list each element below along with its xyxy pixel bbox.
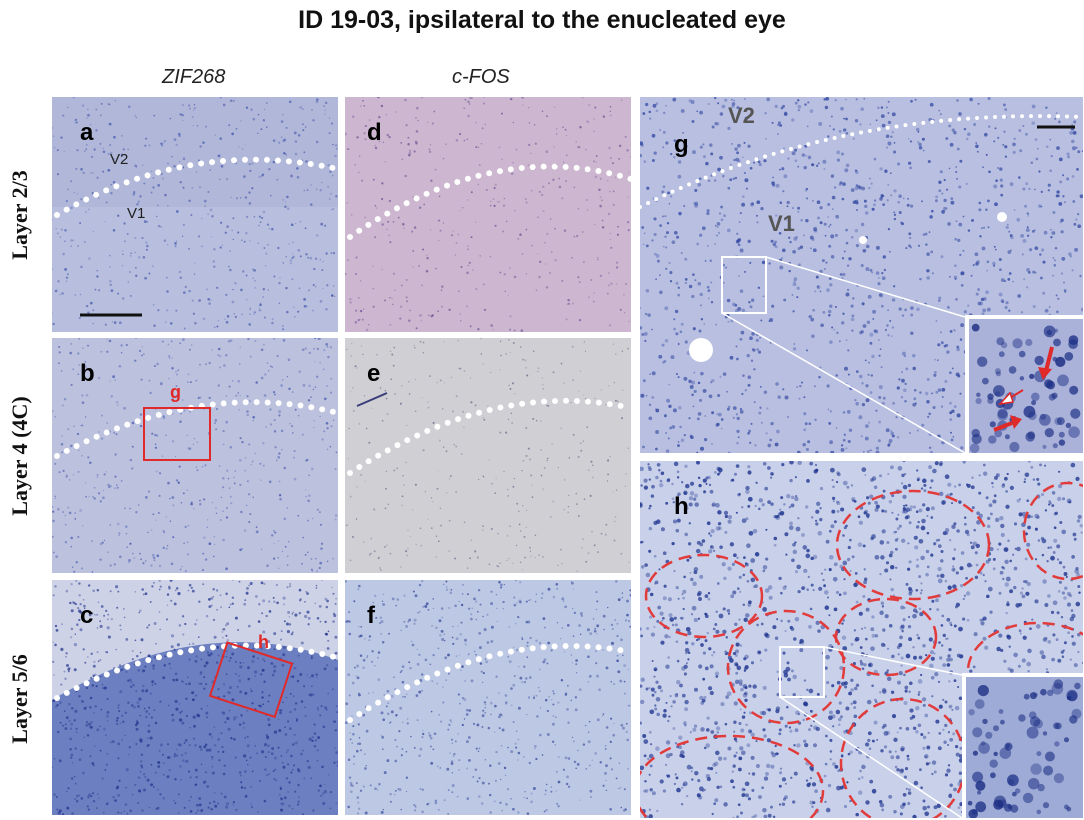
zoom-inset [962,673,1083,818]
panel-f: f [345,580,631,815]
panel-label-f: f [367,602,375,629]
micrograph-d [345,97,631,332]
open-arrow-icon [998,391,1014,406]
micrograph-g [640,97,1083,453]
region-label-v1: V1 [127,205,146,222]
arrow-icon [1038,367,1052,380]
inset-tag-g: g [170,382,181,402]
row-label-layer-2-3: Layer 2/3 [7,170,32,260]
micrograph-b [52,338,338,573]
panel-label-b: b [80,360,95,387]
v1-v2-boundary [347,397,631,476]
column-header-zif268: ZIF268 [162,66,226,88]
panel-d: d [345,97,631,332]
column-header-cfos: c-FOS [452,66,510,88]
v1-v2-boundary [54,399,338,459]
panel-label-e: e [367,360,381,387]
panel-label-d: d [367,119,382,146]
micrograph-f [345,580,631,815]
ocular-dominance-column [835,489,991,601]
region-label-v2: V2 [110,151,129,168]
region-label-v1: V1 [768,211,795,236]
ocular-dominance-column [1022,481,1083,581]
micrograph-a [52,97,338,332]
tissue-fold [356,392,388,407]
panel-label-c: c [80,602,94,629]
panel-label-a: a [80,119,94,146]
inset-tag-h: h [258,632,269,652]
panel-b: b g [52,338,338,573]
micrograph-h [640,461,1083,818]
ocular-dominance-column [640,734,825,818]
zoom-box [721,256,767,314]
panel-c: c h [52,580,338,815]
ocular-dominance-column [726,609,846,725]
v1-v2-boundary [347,163,631,240]
v1-v2-boundary [54,156,338,218]
figure-title: ID 19-03, ipsilateral to the enucleated … [298,6,786,34]
v1-v2-boundary [640,114,1083,209]
v1-v2-boundary [54,642,338,701]
panel-label-g: g [674,131,689,158]
inset-box-h [208,641,294,719]
panel-h: h [640,461,1083,818]
ocular-dominance-column [644,553,764,639]
zoom-box [779,646,825,698]
zoom-inset [965,315,1083,453]
panel-e: e [345,338,631,573]
panel-a: a V2 V1 [52,97,338,332]
v1-v2-boundary [347,643,631,723]
inset-box-g [143,407,211,461]
micrograph-e [345,338,631,573]
region-label-v2: V2 [728,103,755,128]
arrow-icon [1010,415,1022,429]
row-label-layer-5-6: Layer 5/6 [7,654,32,744]
panel-g: g V2 V1 [640,97,1083,453]
panel-label-h: h [674,493,689,520]
micrograph-c [52,580,338,815]
row-label-layer-4: Layer 4 (4C) [7,396,32,516]
